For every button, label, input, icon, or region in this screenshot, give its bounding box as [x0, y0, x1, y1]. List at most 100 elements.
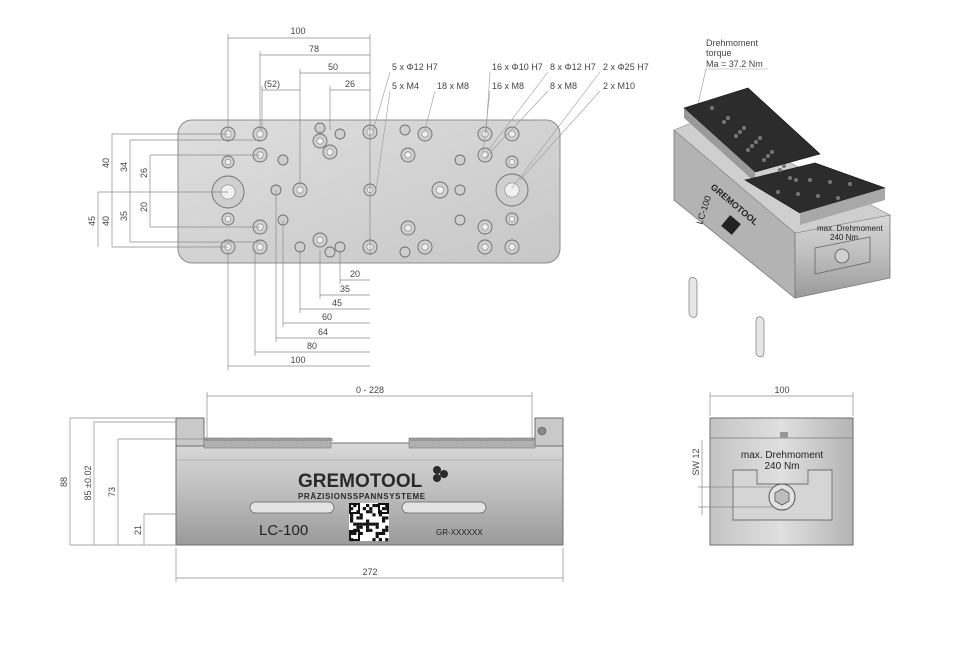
iso-plate-line1: max. Drehmoment	[817, 224, 884, 233]
qr-module	[369, 528, 373, 532]
dim-height-21: 21	[133, 525, 143, 535]
qr-module	[372, 522, 376, 526]
top-dimensions: 100 78 50 (52) 26	[227, 26, 371, 255]
front-jaw-left-body	[203, 437, 332, 449]
qr-module	[378, 538, 382, 542]
qr-module	[353, 504, 357, 508]
qr-module	[375, 535, 379, 539]
callout-18xm8: 18 x M8	[437, 81, 469, 91]
hole-inner	[256, 243, 264, 251]
hole-inner	[326, 148, 334, 156]
qr-module	[375, 504, 379, 508]
dim-top-52: (52)	[264, 79, 280, 89]
qr-module	[362, 522, 366, 526]
qr-module	[385, 516, 389, 520]
dim-left-45: 45	[87, 216, 97, 226]
iso-hole	[816, 194, 820, 198]
iso-hole	[746, 148, 750, 152]
qr-module	[366, 519, 370, 523]
dim-end-width: 100	[774, 385, 789, 395]
qr-module	[350, 519, 354, 523]
dim-height-85: 85 ±0.02	[83, 466, 93, 501]
qr-finder	[378, 503, 389, 514]
qr-finder	[349, 530, 360, 541]
qr-module	[375, 531, 379, 535]
front-jaw-right-body	[408, 437, 536, 449]
iso-hole	[750, 144, 754, 148]
iso-hole	[770, 150, 774, 154]
qr-module	[378, 531, 382, 535]
iso-hole	[722, 120, 726, 124]
bottom-dimensions: 20 35 45 60 64 80 100	[227, 190, 370, 370]
qr-module	[372, 504, 376, 508]
dim-top-100: 100	[290, 26, 305, 36]
qr-module	[366, 522, 370, 526]
iso-hole	[796, 192, 800, 196]
hole	[399, 124, 411, 136]
torque-value: Ma = 37.2 Nm	[706, 59, 763, 69]
hole	[334, 128, 346, 140]
iso-hole	[776, 190, 780, 194]
torque-label-de: Drehmoment	[706, 38, 759, 48]
hole-inner	[508, 159, 515, 166]
hole-pattern	[211, 122, 529, 258]
qr-module	[350, 516, 354, 520]
qr-module	[385, 507, 389, 511]
hole-inner	[481, 151, 489, 159]
brand-logo-icon	[433, 466, 448, 482]
iso-spindle-hex	[834, 248, 850, 264]
front-subtitle: PRÄZISIONSSPANNSYSTEME	[298, 492, 426, 501]
hole-inner	[296, 186, 304, 194]
qr-module	[378, 513, 382, 517]
qr-module	[359, 525, 363, 529]
callout-8xd12: 8 x Φ12 H7	[550, 62, 596, 72]
top-view: 100 78 50 (52) 26 5 x Φ12 H7 5 x M4 18 x…	[87, 26, 649, 370]
qr-finder	[349, 503, 360, 514]
iso-jaw-left-side	[684, 108, 755, 182]
iso-qr-code	[721, 215, 741, 235]
qr-module	[359, 513, 363, 517]
iso-hole	[754, 140, 758, 144]
qr-module	[356, 522, 360, 526]
hole-inner	[436, 186, 444, 194]
hole	[277, 154, 289, 166]
iso-hole	[766, 154, 770, 158]
iso-hole	[808, 178, 812, 182]
hole	[324, 246, 336, 258]
qr-module	[366, 528, 370, 532]
dim-height-88: 88	[59, 477, 69, 487]
qr-module	[375, 522, 379, 526]
left-dimensions: 40 34 26 20 45 40 35	[87, 133, 260, 248]
qr-module	[353, 531, 357, 535]
iso-hole	[836, 196, 840, 200]
hole	[454, 214, 466, 226]
dim-left-35: 35	[119, 211, 129, 221]
torque-label-en: torque	[706, 48, 732, 58]
qr-module	[366, 525, 370, 529]
qr-module	[356, 525, 360, 529]
hole	[454, 184, 466, 196]
hole-inner	[225, 159, 232, 166]
qr-module	[382, 507, 386, 511]
hole	[454, 154, 466, 166]
hole-inner	[504, 182, 520, 198]
hole-inner	[481, 223, 489, 231]
qr-module	[382, 519, 386, 523]
qr-module	[372, 513, 376, 517]
qr-module	[369, 522, 373, 526]
front-view: GREMOTOOL PRÄZISIONSSPANNSYSTEME LC-100 …	[59, 385, 564, 582]
isometric-view: Drehmoment torque Ma = 37.2 Nm LC-100 GR…	[673, 38, 891, 358]
callout-8xm8: 8 x M8	[550, 81, 577, 91]
dim-bottom-60: 60	[322, 312, 332, 322]
qr-module	[385, 538, 389, 542]
callout-2xm10: 2 x M10	[603, 81, 635, 91]
iso-end-recess	[814, 236, 871, 275]
qr-module	[356, 516, 360, 520]
hole-inner	[316, 137, 324, 145]
dim-left-34: 34	[119, 162, 129, 172]
callout-16xm8: 16 x M8	[492, 81, 524, 91]
iso-hole	[848, 182, 852, 186]
dim-bottom-80: 80	[307, 341, 317, 351]
qr-module	[372, 538, 376, 542]
